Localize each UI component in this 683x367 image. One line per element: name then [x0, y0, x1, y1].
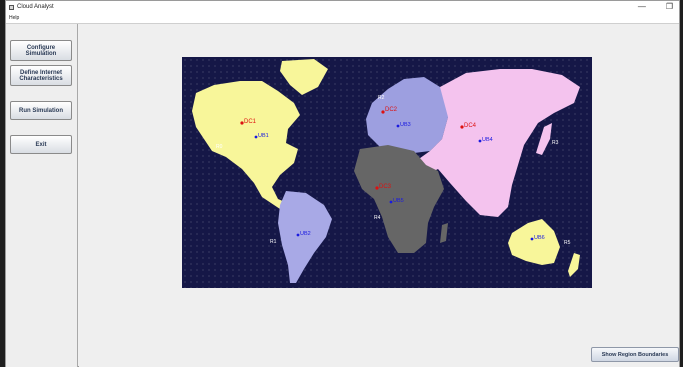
ub6-label: UB6 [534, 235, 545, 241]
ub4-marker[interactable] [478, 139, 482, 143]
app-window: Cloud Analyst — ❐ Help Configure Simulat… [5, 0, 680, 367]
ub2-label: UB2 [300, 231, 311, 237]
dc1-marker[interactable] [240, 121, 244, 125]
define-internet-characteristics-label: Define Internet Characteristics [19, 69, 63, 82]
asia-shape [416, 69, 580, 217]
japan-shape [536, 123, 552, 155]
north-america-shape [192, 81, 300, 215]
show-region-boundaries-button[interactable]: Show Region Boundaries [591, 347, 679, 362]
ub1-label: UB1 [258, 133, 269, 139]
title-bar: Cloud Analyst — ❐ [6, 1, 679, 13]
ub3-marker[interactable] [396, 124, 400, 128]
window-controls: — ❐ [638, 2, 673, 11]
app-icon [9, 4, 14, 10]
exit-button[interactable]: Exit [10, 135, 72, 154]
window-title: Cloud Analyst [17, 4, 54, 10]
europe-shape [366, 77, 452, 153]
dc2-marker[interactable] [381, 110, 385, 114]
dc4-label: DC4 [464, 123, 477, 129]
ub2-marker[interactable] [296, 233, 300, 237]
minimize-icon[interactable]: — [637, 2, 646, 11]
south-america-shape [278, 191, 332, 283]
maximize-icon[interactable]: ❐ [665, 2, 673, 11]
screen-edge-right [680, 0, 683, 367]
screen-edge-left [0, 0, 5, 367]
ub6-marker[interactable] [530, 237, 534, 241]
region-label-r2: R2 [378, 95, 385, 101]
region-label-r3: R3 [552, 140, 559, 146]
greenland-shape [280, 59, 328, 95]
world-map-svg: R0 R1 R2 R3 R4 R5 DC1 DC2 DC3 DC4 UB1 [192, 59, 580, 283]
madagascar-shape [440, 223, 448, 243]
region-label-r4: R4 [374, 215, 381, 221]
exit-label: Exit [35, 141, 47, 148]
dc4-marker[interactable] [460, 125, 464, 129]
new-zealand-shape [568, 253, 580, 277]
ub3-label: UB3 [400, 122, 411, 128]
dc2-label: DC2 [385, 107, 398, 113]
africa-shape [354, 145, 444, 253]
show-region-boundaries-label: Show Region Boundaries [601, 351, 669, 358]
define-internet-characteristics-button[interactable]: Define Internet Characteristics [10, 65, 72, 86]
dc3-marker[interactable] [375, 186, 379, 190]
run-simulation-label: Run Simulation [19, 107, 63, 114]
sidebar: Configure Simulation Define Internet Cha… [6, 24, 78, 367]
main-panel: R0 R1 R2 R3 R4 R5 DC1 DC2 DC3 DC4 UB1 [79, 24, 679, 367]
ub5-label: UB5 [393, 198, 404, 204]
dc3-label: DC3 [379, 184, 392, 190]
configure-simulation-button[interactable]: Configure Simulation [10, 40, 72, 61]
world-map: R0 R1 R2 R3 R4 R5 DC1 DC2 DC3 DC4 UB1 [182, 57, 592, 288]
ub1-marker[interactable] [254, 135, 258, 139]
menu-help[interactable]: Help [9, 15, 20, 21]
configure-simulation-label: Configure Simulation [25, 44, 57, 57]
dc1-label: DC1 [244, 119, 257, 125]
run-simulation-button[interactable]: Run Simulation [10, 101, 72, 120]
menu-bar: Help [6, 13, 679, 24]
region-label-r0: R0 [216, 144, 223, 150]
region-label-r5: R5 [564, 240, 571, 246]
australia-shape [508, 219, 560, 265]
region-label-r1: R1 [270, 239, 277, 245]
ub4-label: UB4 [482, 137, 493, 143]
ub5-marker[interactable] [389, 200, 393, 204]
